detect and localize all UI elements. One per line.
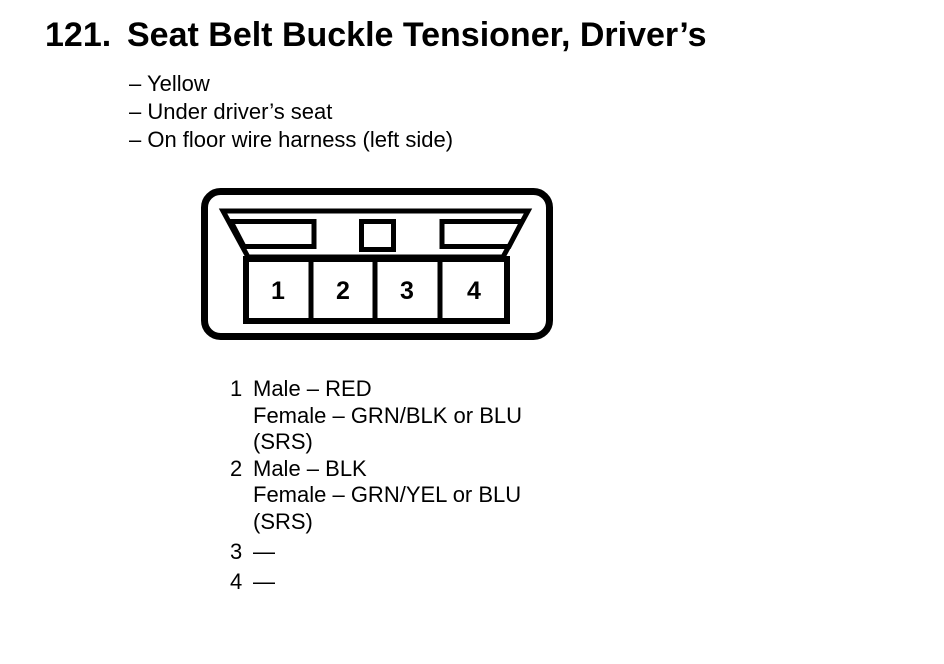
pinout-row-4: 4 — bbox=[230, 569, 522, 596]
connector-key-tab-left bbox=[226, 219, 317, 249]
pinout-row-3: 3 — bbox=[230, 539, 522, 566]
pinout-row-1: 1 Male – RED Female – GRN/BLK or BLU (SR… bbox=[230, 376, 522, 456]
pin-description-line: (SRS) bbox=[253, 429, 313, 454]
pin-description: Male – BLK Female – GRN/YEL or BLU (SRS) bbox=[253, 456, 521, 536]
pin-cavity-label-3: 3 bbox=[400, 277, 414, 305]
pin-description-line: (SRS) bbox=[253, 508, 313, 534]
heading: 121. Seat Belt Buckle Tensioner, Driver’… bbox=[45, 16, 707, 54]
pin-number: 2 bbox=[230, 455, 243, 481]
pin-description: Male – RED Female – GRN/BLK or BLU (SRS) bbox=[253, 376, 522, 456]
pin-description-line: Female – GRN/YEL or BLU bbox=[253, 482, 522, 507]
pin-description: — bbox=[253, 539, 275, 566]
attribute-item: – Yellow bbox=[129, 71, 210, 96]
pin-cavity-label-2: 2 bbox=[336, 277, 350, 305]
connector-diagram: 1 2 3 4 bbox=[201, 188, 553, 340]
pinout-row-2: 2 Male – BLK Female – GRN/YEL or BLU (SR… bbox=[230, 456, 522, 536]
pin-cavity-label-4: 4 bbox=[467, 277, 481, 305]
pin-cavity-label-1: 1 bbox=[271, 277, 285, 305]
pin-description-line: Male – BLK bbox=[253, 455, 367, 481]
pin-description-line: Female – GRN/BLK or BLU bbox=[253, 402, 522, 428]
attribute-item: – On floor wire harness (left side) bbox=[129, 127, 454, 152]
connector-key-lug-center bbox=[359, 219, 396, 252]
pin-description-line: Male – RED bbox=[253, 376, 372, 401]
pin-number: 3 bbox=[230, 538, 243, 564]
pin-number: 1 bbox=[230, 376, 243, 401]
pin-description-line: — bbox=[253, 538, 275, 564]
connector-key-tab-right bbox=[439, 219, 527, 249]
pinout-list: 1 Male – RED Female – GRN/BLK or BLU (SR… bbox=[230, 376, 522, 595]
page-title: Seat Belt Buckle Tensioner, Driver’s bbox=[127, 16, 707, 54]
attribute-list: – Yellow – Under driver’s seat – On floo… bbox=[129, 70, 453, 154]
attribute-item: – Under driver’s seat bbox=[129, 99, 333, 124]
pin-number: 4 bbox=[230, 568, 243, 594]
pin-description-line: — bbox=[253, 568, 275, 594]
item-number: 121. bbox=[45, 16, 112, 54]
pin-description: — bbox=[253, 569, 275, 596]
